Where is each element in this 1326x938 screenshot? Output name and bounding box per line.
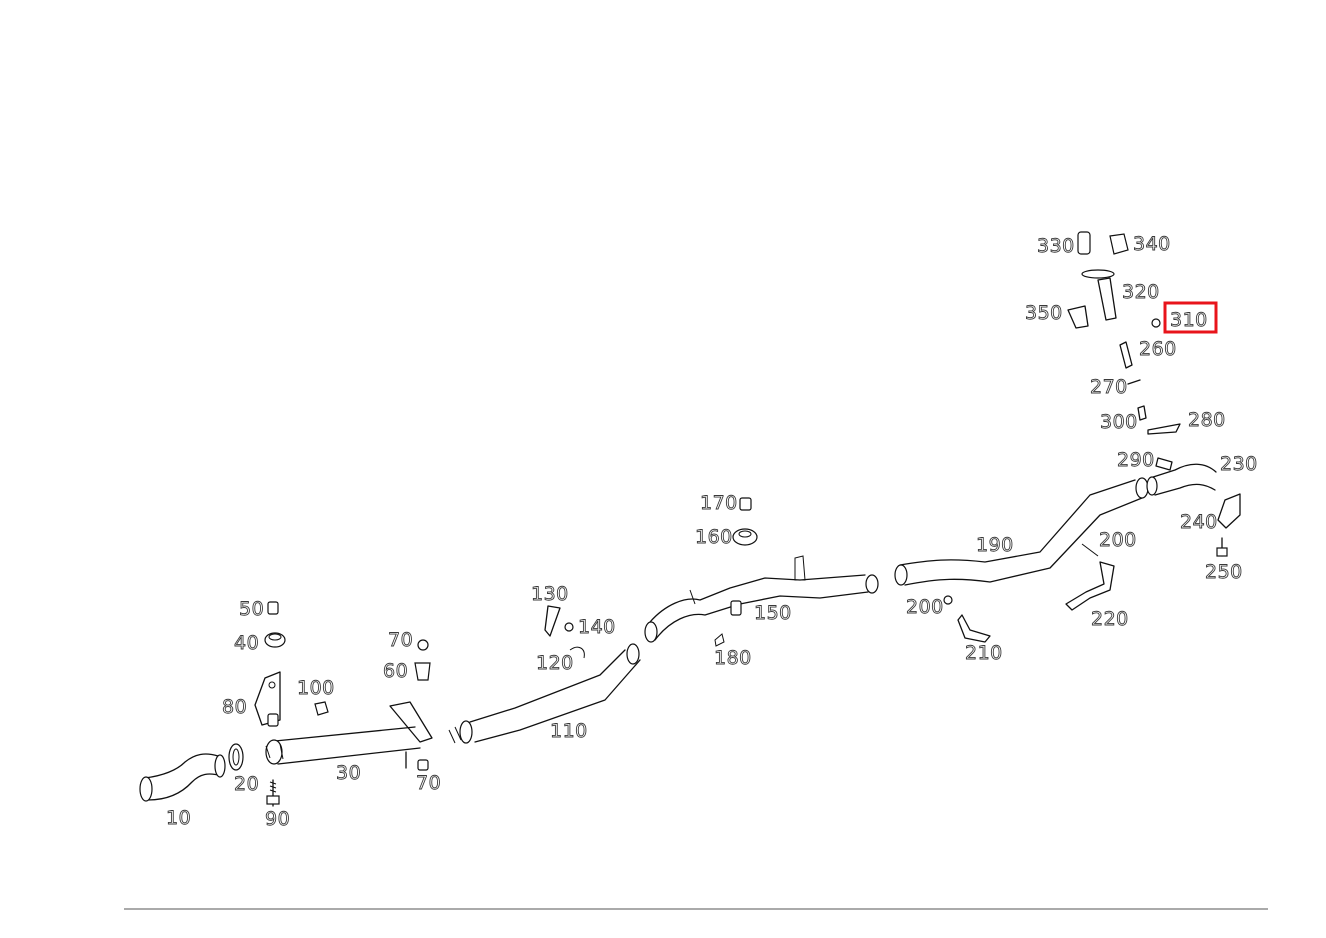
pipe-150[interactable] (644, 555, 879, 643)
label-260[interactable]: 260 (1139, 338, 1177, 361)
clamp-120[interactable] (569, 646, 585, 659)
bolt-250[interactable] (1216, 537, 1228, 557)
label-70-lower[interactable]: 70 (416, 772, 442, 795)
clamp-200-left[interactable] (943, 595, 953, 605)
bushing-170[interactable] (739, 497, 752, 511)
clamp-20[interactable] (228, 743, 244, 771)
bushing-50[interactable] (267, 601, 279, 615)
rubber-mount-160[interactable] (732, 528, 758, 546)
part-280[interactable] (1147, 423, 1181, 435)
hanger-60[interactable] (414, 662, 431, 681)
label-300[interactable]: 300 (1100, 411, 1138, 434)
label-10[interactable]: 10 (166, 807, 192, 830)
exhaust-drawing (139, 231, 1241, 807)
pipe-bracket[interactable] (389, 701, 433, 743)
label-110[interactable]: 110 (550, 720, 588, 743)
label-200-left[interactable]: 200 (906, 596, 944, 619)
tip-pipe-320[interactable] (1081, 269, 1117, 321)
tail-pipe-230[interactable] (1146, 463, 1217, 496)
label-60[interactable]: 60 (383, 660, 409, 683)
label-230[interactable]: 230 (1220, 453, 1258, 476)
label-250[interactable]: 250 (1205, 561, 1243, 584)
nut-140[interactable] (564, 622, 574, 632)
pipe-30[interactable] (265, 726, 421, 769)
selected-part-highlight (1163, 301, 1218, 334)
label-40[interactable]: 40 (234, 632, 260, 655)
label-70-upper[interactable]: 70 (388, 629, 414, 652)
bracket-220[interactable] (1065, 561, 1115, 611)
nut-310[interactable] (1151, 318, 1161, 328)
label-240[interactable]: 240 (1180, 511, 1218, 534)
label-90[interactable]: 90 (265, 808, 291, 831)
label-80[interactable]: 80 (222, 696, 248, 719)
label-290[interactable]: 290 (1117, 449, 1155, 472)
nut-70-upper[interactable] (417, 639, 429, 651)
label-220[interactable]: 220 (1091, 608, 1129, 631)
label-340[interactable]: 340 (1133, 233, 1171, 256)
bolt-90[interactable] (266, 779, 280, 807)
label-280[interactable]: 280 (1188, 409, 1226, 432)
part-330[interactable] (1077, 231, 1091, 255)
label-210[interactable]: 210 (965, 642, 1003, 665)
bracket-80[interactable] (254, 671, 281, 727)
bracket-130[interactable] (544, 605, 561, 637)
label-150[interactable]: 150 (754, 602, 792, 625)
label-190[interactable]: 190 (976, 534, 1014, 557)
label-350[interactable]: 350 (1025, 302, 1063, 325)
label-320[interactable]: 320 (1122, 281, 1160, 304)
part-350[interactable] (1067, 305, 1089, 329)
part-270[interactable] (1127, 379, 1141, 385)
label-140[interactable]: 140 (578, 616, 616, 639)
label-30[interactable]: 30 (336, 762, 362, 785)
part-340[interactable] (1109, 233, 1129, 255)
part-300[interactable] (1137, 405, 1147, 421)
nut-100[interactable] (314, 701, 329, 716)
part-260[interactable] (1119, 341, 1133, 369)
label-20[interactable]: 20 (234, 773, 260, 796)
label-270[interactable]: 270 (1090, 376, 1128, 399)
clip-180[interactable] (714, 633, 725, 647)
label-200-right[interactable]: 200 (1099, 529, 1137, 552)
label-50[interactable]: 50 (239, 598, 265, 621)
bracket-240[interactable] (1217, 493, 1241, 529)
part-labels: 10 20 30 40 50 60 70 70 80 90 100 110 12… (166, 233, 1258, 831)
label-120[interactable]: 120 (536, 652, 574, 675)
bracket-210[interactable] (957, 614, 991, 643)
label-130[interactable]: 130 (531, 583, 569, 606)
nut-70-lower[interactable] (417, 759, 429, 771)
clamp-200-right[interactable] (1081, 543, 1099, 557)
label-330[interactable]: 330 (1037, 235, 1075, 258)
part-290[interactable] (1155, 457, 1173, 471)
pipe-110[interactable] (448, 643, 641, 744)
label-100[interactable]: 100 (297, 677, 335, 700)
label-170[interactable]: 170 (700, 492, 738, 515)
pipe-190[interactable] (894, 477, 1149, 586)
front-pipe-10[interactable] (139, 753, 226, 802)
label-310[interactable]: 310 (1170, 309, 1208, 332)
label-180[interactable]: 180 (714, 647, 752, 670)
label-160[interactable]: 160 (695, 526, 733, 549)
rubber-mount-40[interactable] (264, 632, 286, 648)
